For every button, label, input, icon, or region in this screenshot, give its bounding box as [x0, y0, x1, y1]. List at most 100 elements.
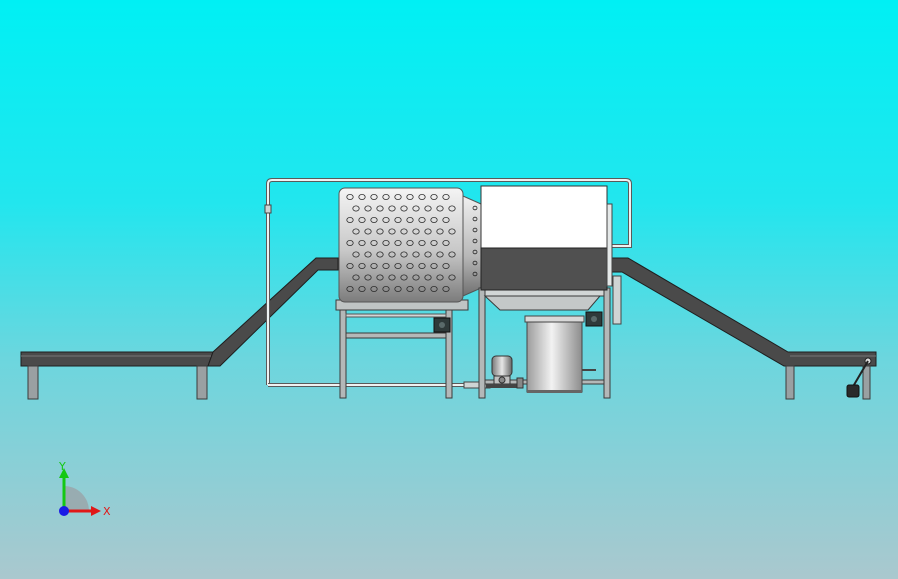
drum-hole — [358, 239, 366, 246]
drum-hole — [412, 228, 420, 235]
upper-tank — [480, 185, 622, 325]
drum-hole — [346, 262, 354, 269]
drum-hole — [382, 216, 390, 223]
drum-hole — [358, 193, 366, 200]
drum-hole — [412, 251, 420, 258]
drum-hole — [442, 193, 450, 200]
drum-hole — [406, 262, 414, 269]
drum-hole — [394, 285, 402, 292]
drum-hole — [442, 262, 450, 269]
drum-hole — [370, 262, 378, 269]
drum-hole — [388, 251, 396, 258]
drum-hole — [430, 239, 438, 246]
drum-hole — [412, 274, 420, 281]
drum-hole — [448, 274, 456, 281]
drum-hole — [406, 285, 414, 292]
drum-hole — [376, 205, 384, 212]
drum-hole — [430, 193, 438, 200]
drum-hole — [376, 228, 384, 235]
drum-hole — [352, 274, 360, 281]
drum-hole — [376, 251, 384, 258]
cone-hole — [472, 249, 478, 255]
drum-hole — [430, 216, 438, 223]
drum-hole — [406, 239, 414, 246]
drum-hole — [400, 205, 408, 212]
drum-hole — [436, 205, 444, 212]
drum-hole — [370, 239, 378, 246]
drum-hole — [424, 228, 432, 235]
conveyor-motor-icon — [846, 384, 860, 398]
cone-hole — [472, 205, 478, 211]
drum-hole — [346, 239, 354, 246]
drum-hole — [400, 274, 408, 281]
drum-hole — [448, 228, 456, 235]
drum-hole — [436, 251, 444, 258]
drum-hole — [346, 285, 354, 292]
drum-hole — [424, 205, 432, 212]
water-pump — [486, 355, 524, 389]
drum-hole — [364, 205, 372, 212]
drum-hole — [418, 285, 426, 292]
drum-hole — [370, 216, 378, 223]
drum-hole — [394, 239, 402, 246]
drum-hole — [418, 193, 426, 200]
drum-hole — [436, 228, 444, 235]
drum-hole — [346, 216, 354, 223]
drum-hole — [364, 228, 372, 235]
drum-hole — [406, 216, 414, 223]
cone-hole — [472, 271, 478, 277]
drum-hole — [346, 193, 354, 200]
cone-hole — [472, 227, 478, 233]
cone-hole — [472, 216, 478, 222]
drum-hole — [424, 274, 432, 281]
y-axis-label: Y — [58, 460, 66, 473]
drum-hole — [352, 251, 360, 258]
drum-hole — [406, 193, 414, 200]
drum-hole — [448, 251, 456, 258]
drum-hole — [370, 193, 378, 200]
drum-hole — [430, 262, 438, 269]
perforated-drum — [338, 187, 482, 303]
drum-hole — [394, 262, 402, 269]
drum-hole — [364, 274, 372, 281]
left-conveyor — [20, 257, 339, 400]
drum-hole — [358, 285, 366, 292]
drum-hole — [364, 251, 372, 258]
drum-hole — [442, 285, 450, 292]
right-conveyor — [611, 257, 877, 400]
drum-hole — [418, 239, 426, 246]
drum-hole — [418, 262, 426, 269]
drum-stand — [335, 299, 469, 399]
coordinate-triad: Y X — [58, 460, 111, 518]
collection-tank — [524, 315, 596, 393]
drum-hole — [382, 239, 390, 246]
cone-hole — [472, 260, 478, 266]
drum-hole — [436, 274, 444, 281]
drum-hole — [352, 228, 360, 235]
drum-hole — [412, 205, 420, 212]
drum-hole — [448, 205, 456, 212]
drum-hole — [388, 274, 396, 281]
drum-hole — [388, 205, 396, 212]
drum-hole — [394, 193, 402, 200]
drum-hole — [400, 251, 408, 258]
x-axis-label: X — [103, 505, 111, 518]
drum-hole — [430, 285, 438, 292]
drum-hole — [388, 228, 396, 235]
drum-hole — [382, 193, 390, 200]
drum-hole — [400, 228, 408, 235]
drum-hole — [394, 216, 402, 223]
drum-hole — [424, 251, 432, 258]
cone-hole — [472, 238, 478, 244]
drum-hole — [370, 285, 378, 292]
drum-hole — [418, 216, 426, 223]
drum-hole — [442, 239, 450, 246]
drum-hole — [382, 285, 390, 292]
drum-hole — [358, 262, 366, 269]
drum-hole — [382, 262, 390, 269]
drum-hole — [376, 274, 384, 281]
drum-hole — [352, 205, 360, 212]
drum-hole — [442, 216, 450, 223]
